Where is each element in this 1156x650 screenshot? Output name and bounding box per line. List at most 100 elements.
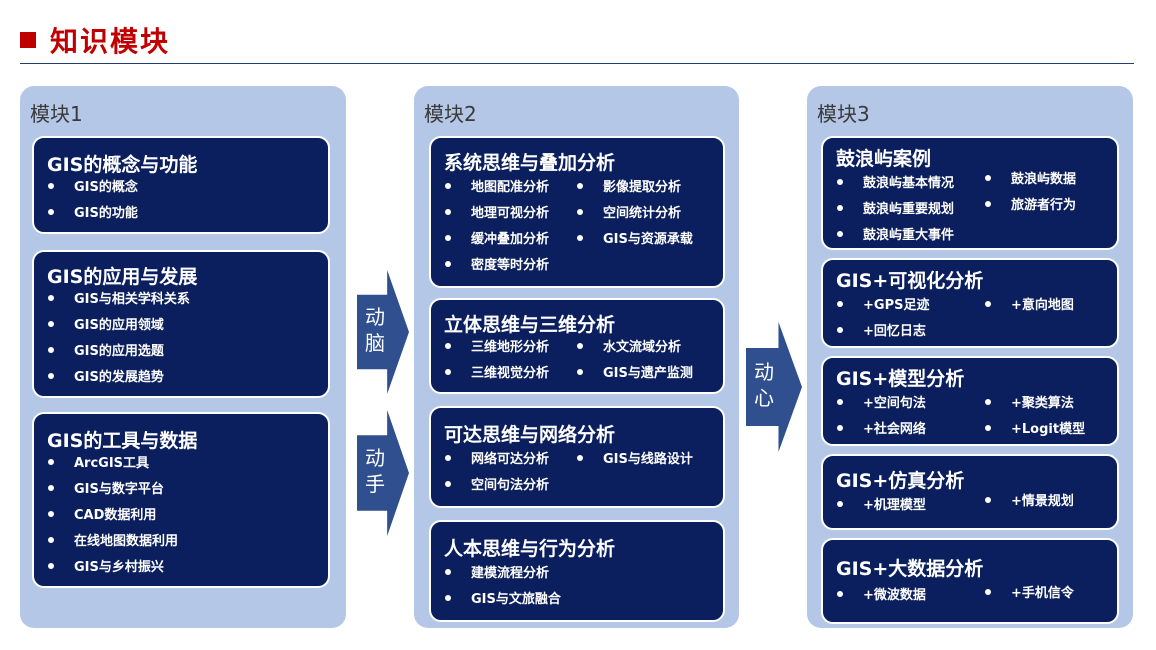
right-arrow-icon	[357, 270, 409, 394]
topic-list-item-label: 三维地形分析	[471, 340, 550, 355]
topic-list-item: 密度等时分析	[445, 254, 549, 273]
topic-list-item: 三维地形分析	[445, 336, 549, 355]
topic-card-title: 可达思维与网络分析	[444, 424, 616, 446]
bullet-icon	[445, 234, 451, 241]
bullet-icon	[48, 484, 54, 491]
topic-list-item: 缓冲叠加分析	[445, 228, 549, 247]
bullet-icon	[837, 326, 843, 333]
topic-list-item: 网络可达分析	[445, 448, 549, 467]
topic-list-item-label: 鼓浪屿重大事件	[863, 228, 955, 243]
topic-card: GIS+仿真分析 +机理模型 +情景规划	[821, 454, 1119, 530]
topic-list-item: +空间句法	[837, 392, 926, 411]
bullet-icon	[837, 204, 843, 211]
topic-list-item: +意向地图	[985, 294, 1074, 313]
topic-list-item-label: +情景规划	[1011, 494, 1074, 509]
bullet-icon	[48, 458, 54, 465]
bullet-icon	[48, 320, 54, 327]
topic-list-item: +回忆日志	[837, 320, 926, 339]
topic-card: 可达思维与网络分析网络可达分析 GIS与线路设计空间句法分析	[429, 406, 725, 508]
bullet-icon	[577, 342, 583, 349]
topic-list-item: +手机信令	[985, 582, 1074, 601]
topic-list-item-label: GIS的概念	[74, 180, 138, 195]
topic-list-item: GIS的应用选题	[48, 340, 164, 359]
topic-list-item: +机理模型	[837, 494, 926, 513]
title-marker-icon	[20, 32, 36, 48]
topic-list-item: GIS与遗产监测	[577, 362, 693, 381]
bullet-icon	[48, 510, 54, 517]
topic-list-item-label: GIS的应用选题	[74, 344, 164, 359]
topic-list-item-label: +手机信令	[1011, 586, 1074, 601]
arrow-label-char: 手	[365, 472, 385, 496]
topic-list-item-label: 网络可达分析	[471, 452, 550, 467]
topic-list-item-label: CAD数据利用	[74, 508, 157, 523]
right-arrow-icon	[746, 322, 802, 452]
topic-list-item-label: ArcGIS工具	[74, 456, 150, 471]
bullet-icon	[577, 208, 583, 215]
topic-list-item: GIS与资源承载	[577, 228, 693, 247]
bullet-icon	[837, 230, 843, 237]
topic-card-title: GIS+仿真分析	[836, 470, 965, 492]
topic-list-item-label: GIS与文旅融合	[471, 592, 561, 607]
bullet-icon	[445, 454, 451, 461]
topic-list-item-label: +回忆日志	[863, 324, 926, 339]
page-header: 知识模块	[20, 22, 170, 58]
module-label: 模块2	[424, 102, 477, 126]
topic-card-title: 鼓浪屿案例	[836, 148, 932, 170]
topic-card-title: GIS的工具与数据	[47, 430, 198, 452]
topic-list-item: +社会网络	[837, 418, 926, 437]
bullet-icon	[445, 182, 451, 189]
topic-list-item: CAD数据利用	[48, 504, 156, 523]
bullet-icon	[48, 562, 54, 569]
bullet-icon	[837, 590, 843, 597]
flow-arrow-2: 动手	[357, 410, 409, 536]
page-title: 知识模块	[50, 25, 171, 58]
topic-list-item-label: GIS与数字平台	[74, 482, 164, 497]
topic-list-item: 在线地图数据利用	[48, 530, 178, 549]
topic-list-item-label: 空间统计分析	[603, 206, 682, 221]
topic-list-item: GIS与相关学科关系	[48, 288, 190, 307]
bullet-icon	[445, 260, 451, 267]
topic-list-item-label: 空间句法分析	[471, 478, 550, 493]
topic-list-item-label: GIS与遗产监测	[603, 366, 693, 381]
topic-list-item: ArcGIS工具	[48, 452, 149, 471]
bullet-icon	[577, 182, 583, 189]
topic-list-item-label: GIS的功能	[74, 206, 138, 221]
topic-list-item: 鼓浪屿基本情况	[837, 172, 954, 191]
topic-list-item-label: GIS与资源承载	[603, 232, 693, 247]
topic-list-item: GIS与线路设计	[577, 448, 693, 467]
topic-card: GIS+模型分析+空间句法+聚类算法+社会网络+Logit模型	[821, 356, 1119, 446]
bullet-icon	[985, 496, 991, 503]
bullet-icon	[837, 178, 843, 185]
topic-list-item: 空间句法分析	[445, 474, 549, 493]
bullet-icon	[577, 454, 583, 461]
topic-list-item: GIS的概念	[48, 176, 138, 195]
topic-card: GIS+大数据分析+微波数据+手机信令	[821, 538, 1119, 624]
bullet-icon	[48, 346, 54, 353]
bullet-icon	[985, 174, 991, 181]
topic-list-item-label: 地理可视分析	[471, 206, 550, 221]
bullet-icon	[837, 500, 843, 507]
arrow-label-char: 动	[365, 305, 385, 329]
topic-card: GIS+可视化分析+GPS足迹+意向地图+回忆日志	[821, 258, 1119, 348]
topic-list-item-label: GIS的应用领域	[74, 318, 164, 333]
topic-list-item: GIS与乡村振兴	[48, 556, 164, 575]
topic-list-item-label: 鼓浪屿重要规划	[863, 202, 955, 217]
topic-list-item: 空间统计分析	[577, 202, 681, 221]
topic-list-item-label: +意向地图	[1011, 298, 1074, 313]
topic-list-item: 建模流程分析	[445, 562, 549, 581]
topic-list-item-label: 鼓浪屿数据	[1011, 172, 1077, 187]
topic-list-item: 鼓浪屿数据	[985, 168, 1076, 187]
arrow-label-char: 脑	[365, 331, 385, 355]
topic-list-item-label: 鼓浪屿基本情况	[863, 176, 955, 191]
topic-list-item: +聚类算法	[985, 392, 1074, 411]
arrow-label: 动脑	[360, 304, 390, 356]
bullet-icon	[48, 536, 54, 543]
flow-arrow-3: 动心	[746, 322, 802, 452]
